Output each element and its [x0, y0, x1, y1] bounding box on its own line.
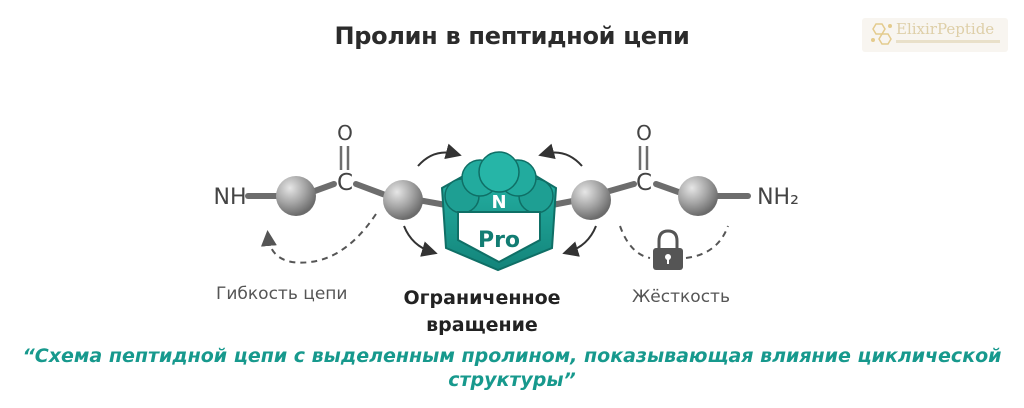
- alpha-carbon-atoms: [276, 176, 718, 220]
- figure-caption: “Схема пептидной цепи с выделенным проли…: [22, 345, 1002, 391]
- brand-logo: ElixirPeptide: [862, 18, 1008, 52]
- carbonyl-bonds: [339, 146, 649, 170]
- ring-nitrogen-label: N: [491, 192, 506, 213]
- rigidity-curve-right: [685, 225, 729, 259]
- residue-label: Pro: [478, 228, 520, 253]
- carbonyl-carbon-right: C: [636, 170, 652, 196]
- rigidity-curve-left: [619, 225, 651, 259]
- carbonyl-oxygen-right: O: [636, 121, 652, 145]
- logo-text: ElixirPeptide: [896, 20, 995, 38]
- carbonyl-oxygen-left: O: [337, 121, 353, 145]
- atom-sphere: [276, 176, 316, 216]
- left-terminal-label: NH: [214, 185, 247, 210]
- proline-ring: N Pro: [440, 151, 558, 272]
- atom-sphere: [678, 176, 718, 216]
- flexibility-arrow: [260, 213, 377, 264]
- atom-sphere: [383, 180, 423, 220]
- restricted-rotation-label: Ограниченное вращение: [403, 287, 561, 336]
- right-terminal-label: NH₂: [757, 185, 799, 210]
- lock-icon: [653, 229, 683, 270]
- carbonyl-carbon-left: C: [337, 170, 353, 196]
- hexagon-logo-icon: [871, 23, 892, 45]
- flexibility-label: Гибкость цепи: [216, 284, 348, 304]
- logo-subtitle-line: [896, 40, 1000, 43]
- rotation-arrow-icon: [403, 143, 597, 257]
- rigidity-label: Жёсткость: [632, 287, 730, 307]
- page-title: Пролин в пептидной цепи: [334, 22, 690, 50]
- atom-sphere: [571, 180, 611, 220]
